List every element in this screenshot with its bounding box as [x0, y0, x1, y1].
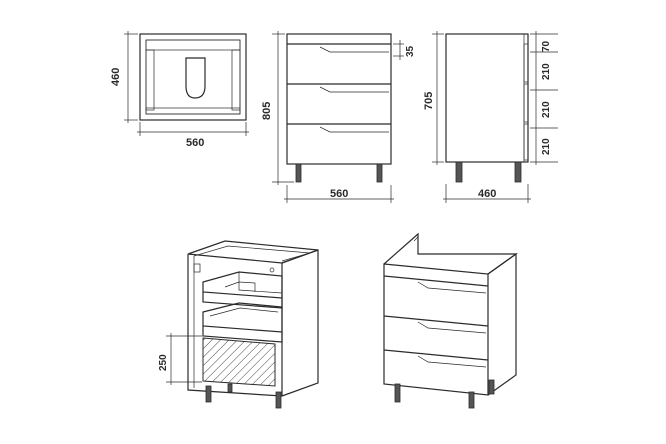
front-top-offset-label: 35 [405, 45, 416, 57]
drawer-handle-1 [319, 46, 389, 53]
front-width-label: 560 [330, 188, 348, 200]
drawer-handle-3 [319, 126, 389, 133]
top-depth-label: 460 [110, 68, 122, 86]
drawer-handle-2 [319, 86, 389, 93]
top-view: 560 460 [110, 31, 249, 149]
iso-hatch-height-label: 250 [158, 354, 169, 371]
side-view: 705 70 210 210 210 460 [423, 31, 558, 203]
front-view: 35 805 560 [261, 31, 416, 203]
side-segment-label: 210 [541, 63, 552, 80]
front-height-label: 805 [261, 102, 273, 120]
side-segment-label: 70 [541, 40, 552, 52]
side-segment-label: 210 [541, 138, 552, 155]
side-depth-label: 460 [478, 188, 496, 200]
iso-open-view: 250 [158, 240, 319, 409]
side-height-label: 705 [423, 92, 435, 110]
iso-closed-view [383, 232, 518, 409]
side-segment-label: 210 [541, 101, 552, 118]
siphon-cutout [185, 57, 206, 99]
top-width-label: 560 [186, 137, 204, 149]
